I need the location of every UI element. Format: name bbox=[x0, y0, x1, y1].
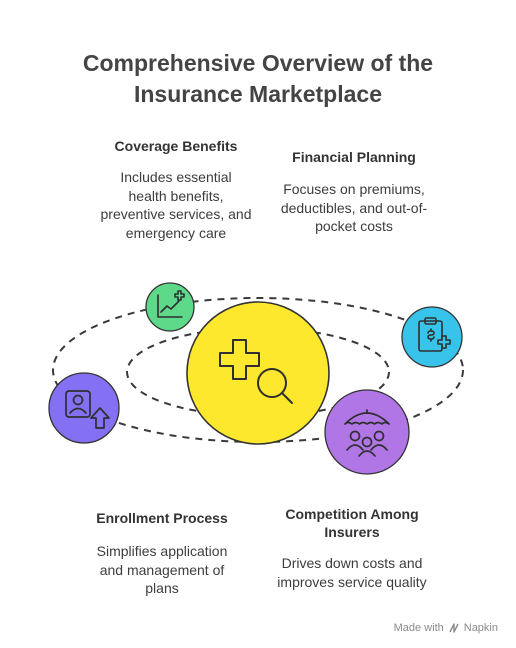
page-title: Comprehensive Overview of the Insurance … bbox=[0, 48, 516, 110]
enrollment-process-description: Simplifies application and management of… bbox=[62, 542, 262, 598]
coverage-line-4: emergency care bbox=[125, 224, 227, 241]
coverage-node bbox=[145, 282, 195, 332]
group-umbrella-icon bbox=[344, 409, 390, 457]
coverage-benefits-block: Coverage Benefits Includes essential hea… bbox=[76, 137, 276, 242]
competition-line-1: Drives down costs and bbox=[281, 555, 423, 571]
coverage-line-1: Includes essential bbox=[120, 169, 232, 185]
financial-planning-title: Financial Planning bbox=[292, 149, 416, 165]
financial-node bbox=[401, 306, 463, 368]
enrollment-process-block: Enrollment Process Simplifies applicatio… bbox=[62, 509, 262, 598]
financial-line-1: Focuses on premiums, bbox=[283, 181, 425, 197]
competition-line-2: improves service quality bbox=[277, 573, 427, 590]
title-line-1: Comprehensive Overview of the bbox=[82, 50, 434, 76]
title-line-2: Insurance Marketplace bbox=[133, 81, 382, 107]
medical-search-icon bbox=[219, 339, 293, 404]
financial-planning-description: Focuses on premiums, deductibles, and ou… bbox=[254, 180, 454, 236]
financial-line-3: pocket costs bbox=[315, 218, 393, 234]
enrollment-process-title: Enrollment Process bbox=[96, 510, 228, 526]
coverage-line-2: health benefits, bbox=[128, 187, 224, 204]
coverage-line-3: preventive services, and bbox=[100, 206, 252, 222]
enrollment-line-3: plans bbox=[145, 580, 179, 596]
competition-title-line-1: Competition Among bbox=[285, 506, 419, 522]
competition-title: Competition Among Insurers bbox=[252, 505, 452, 541]
center-node bbox=[186, 301, 330, 445]
made-with-label: Made with bbox=[393, 622, 444, 634]
napkin-logo-icon bbox=[449, 623, 459, 633]
health-chart-icon bbox=[157, 290, 185, 318]
enrollment-line-1: Simplifies application bbox=[96, 543, 228, 559]
financial-planning-block: Financial Planning Focuses on premiums, … bbox=[254, 148, 454, 236]
financial-line-2: deductibles, and out-of- bbox=[280, 199, 428, 216]
footer-attribution[interactable]: Made with Napkin bbox=[394, 622, 498, 634]
competition-block: Competition Among Insurers Drives down c… bbox=[252, 505, 452, 591]
enrollment-line-2: and management of bbox=[99, 561, 225, 578]
napkin-brand-label: Napkin bbox=[463, 622, 498, 634]
competition-title-line-2: Insurers bbox=[324, 524, 380, 540]
outer-orbit bbox=[52, 297, 464, 443]
coverage-benefits-title: Coverage Benefits bbox=[114, 138, 238, 154]
competition-description: Drives down costs and improves service q… bbox=[252, 554, 452, 591]
enrollment-node bbox=[48, 372, 120, 444]
user-profile-upload-icon bbox=[65, 390, 110, 429]
competition-node bbox=[324, 389, 410, 475]
medical-bill-clipboard-icon bbox=[418, 317, 451, 352]
coverage-benefits-description: Includes essential health benefits, prev… bbox=[76, 168, 276, 242]
